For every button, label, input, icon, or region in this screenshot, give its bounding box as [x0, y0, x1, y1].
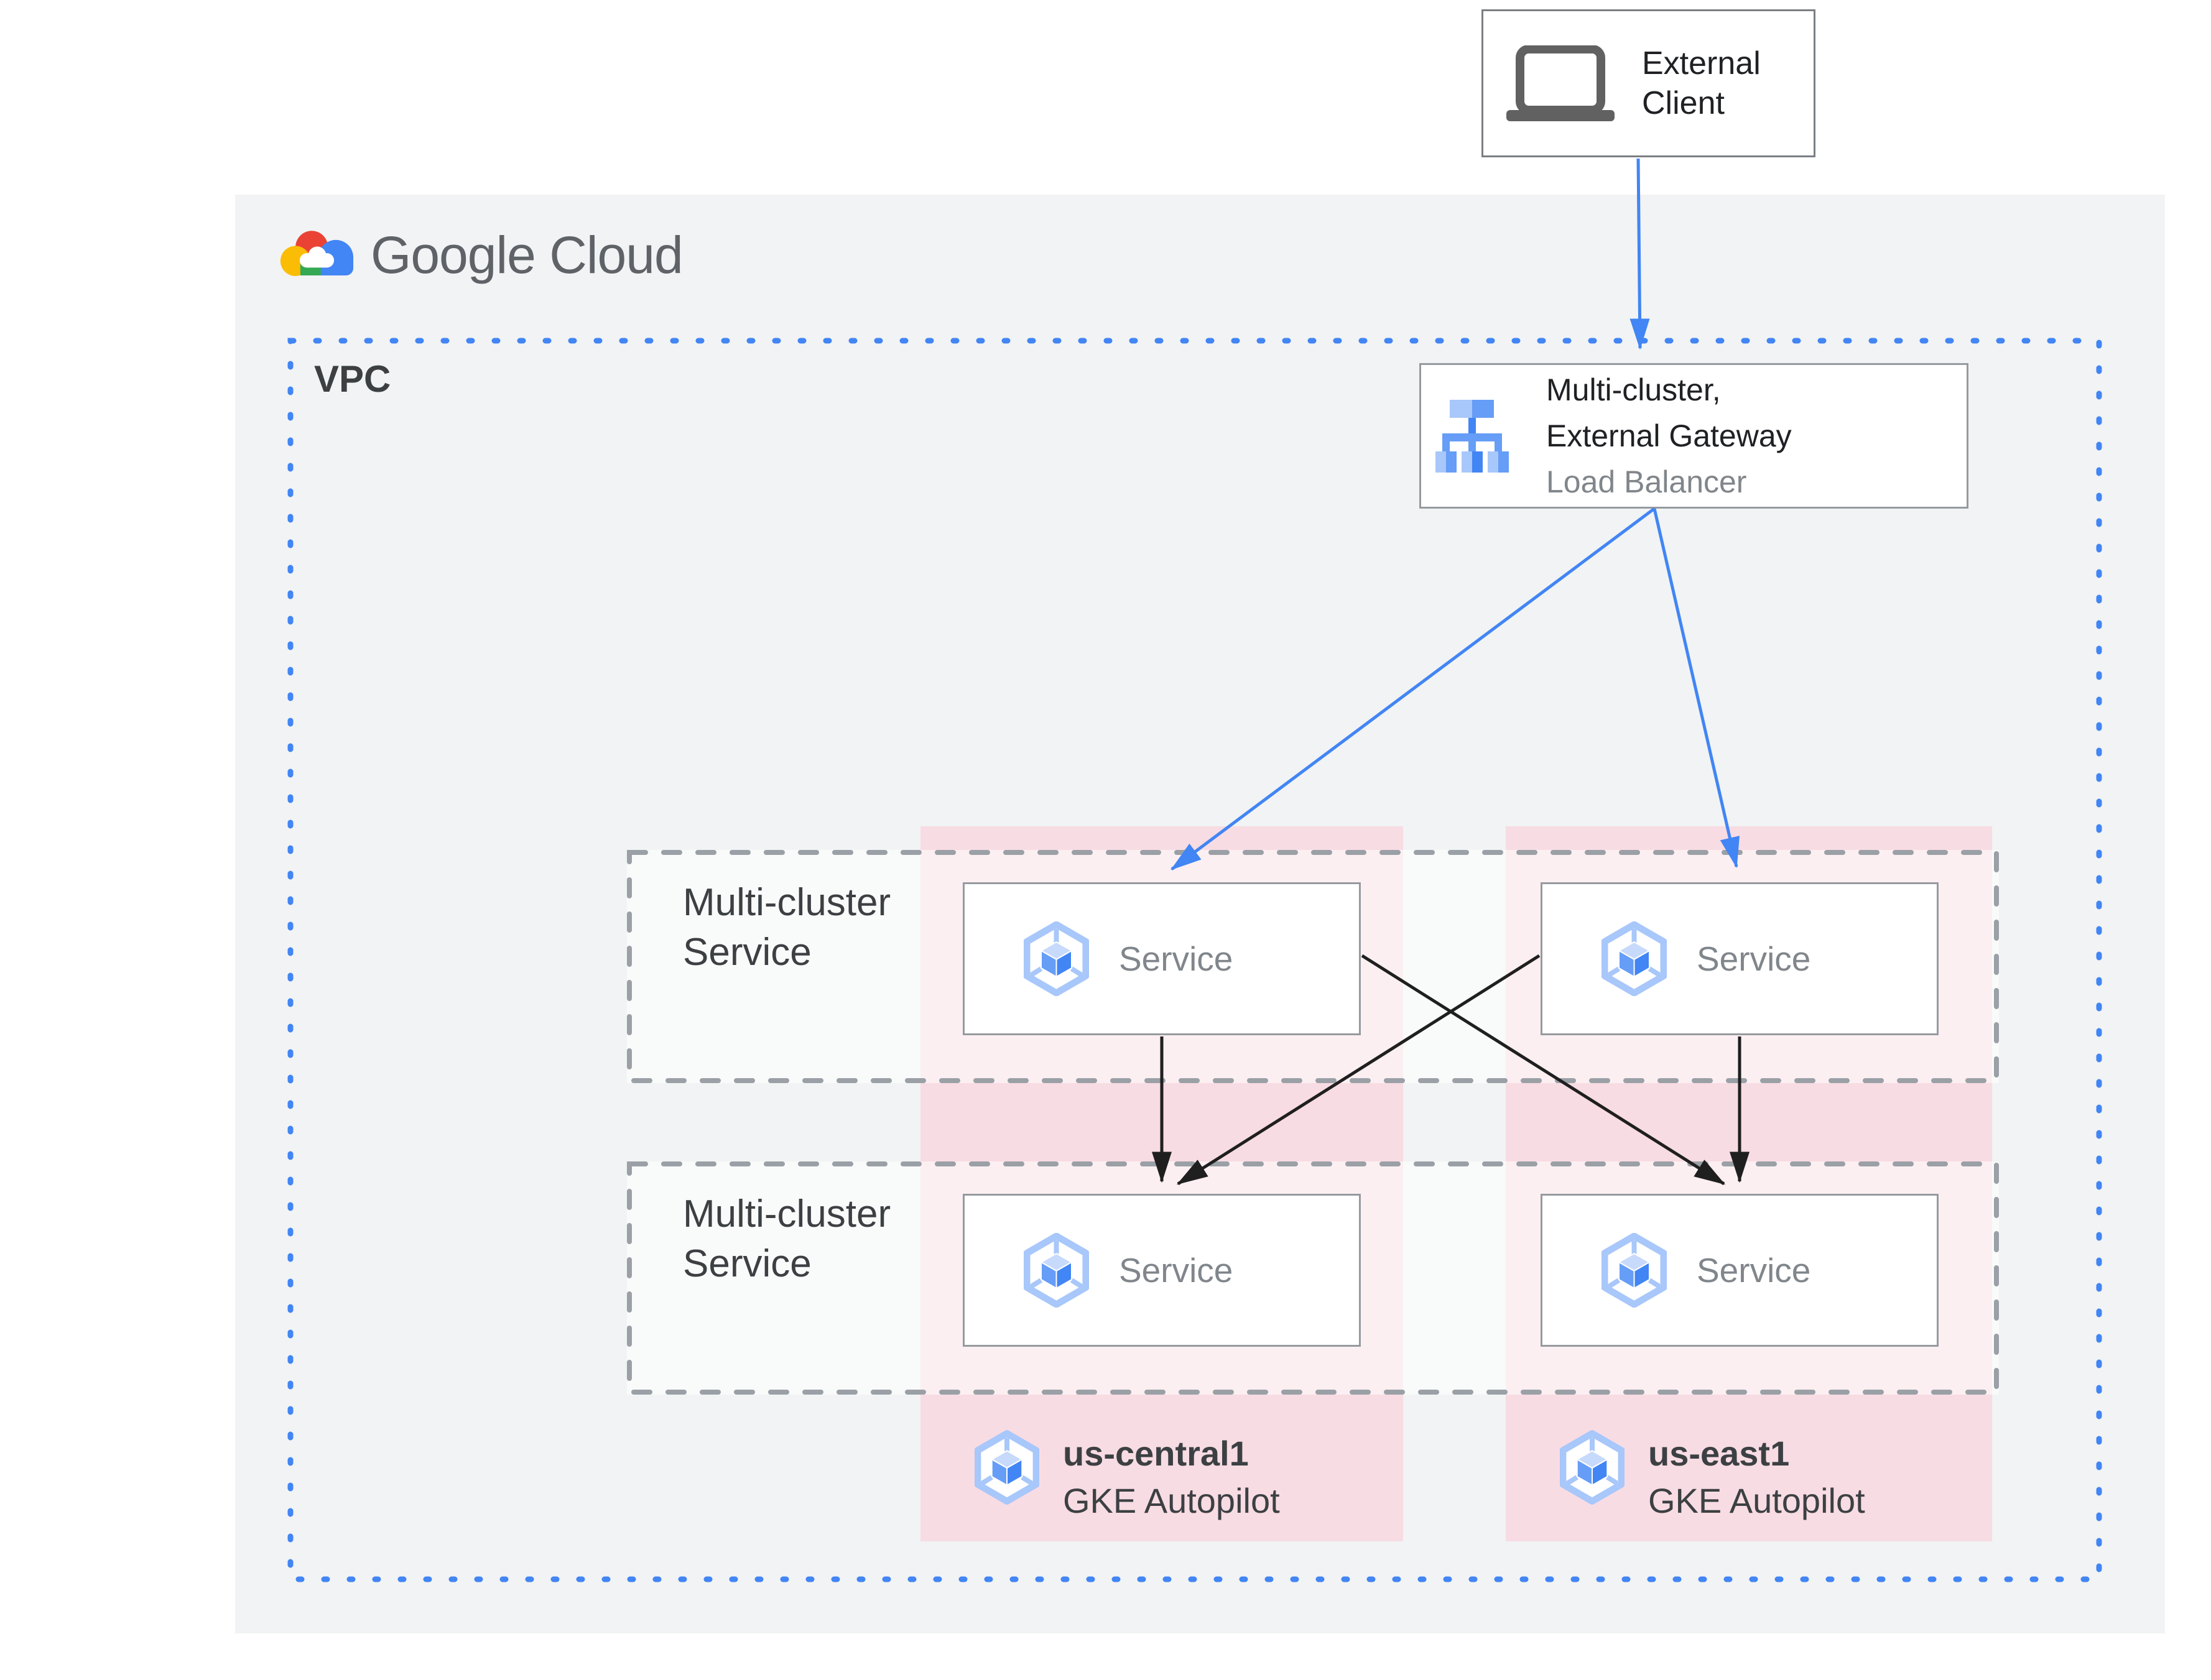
gke-hexagon-icon: [1024, 921, 1089, 996]
service-label: Service: [1119, 939, 1233, 978]
load-balancer-icon: [1435, 400, 1509, 473]
google-cloud-icon: [279, 226, 355, 285]
gateway-title-line2: External Gateway: [1546, 418, 1792, 453]
service-label: Service: [1697, 1251, 1811, 1290]
google-cloud-logo: Google Cloud: [279, 225, 684, 285]
cluster-type: GKE Autopilot: [1063, 1481, 1280, 1520]
gke-hexagon-icon: [1560, 1430, 1625, 1505]
vpc-boundary: [287, 338, 2102, 1582]
gateway-node: Multi-cluster, External Gateway Load Bal…: [1419, 363, 1968, 509]
row-1-label: Multi-cluster Service: [683, 878, 891, 977]
gke-hexagon-icon: [1601, 1233, 1667, 1308]
logo-text: Google Cloud: [371, 226, 684, 284]
external-client-line2: Client: [1642, 85, 1725, 121]
cluster-footer-us-east1: us-east1 GKE Autopilot: [1560, 1430, 1865, 1525]
gke-hexagon-icon: [1601, 921, 1667, 996]
row-2-label: Multi-cluster Service: [683, 1189, 891, 1289]
service-label: Service: [1697, 939, 1811, 978]
gateway-subtitle: Load Balancer: [1546, 464, 1747, 499]
vpc-label: VPC: [314, 358, 391, 400]
cluster-type: GKE Autopilot: [1648, 1481, 1865, 1520]
external-client-node: External Client: [1481, 9, 1815, 157]
cluster-footer-label: us-east1 GKE Autopilot: [1648, 1430, 1865, 1525]
laptop-icon: [1506, 45, 1615, 121]
cluster-region: us-east1: [1648, 1434, 1790, 1473]
row-1-label-line1: Multi-cluster: [683, 881, 891, 924]
gke-hexagon-icon: [975, 1430, 1039, 1505]
gateway-label: Multi-cluster, External Gateway Load Bal…: [1546, 367, 1792, 505]
service-node-east-row1: Service: [1541, 882, 1939, 1035]
service-node-central-row1: Service: [963, 882, 1361, 1035]
cluster-footer-us-central1: us-central1 GKE Autopilot: [975, 1430, 1280, 1525]
row-2-label-line1: Multi-cluster: [683, 1193, 891, 1235]
external-client-label: External Client: [1642, 44, 1761, 123]
row-1-label-line2: Service: [683, 931, 812, 974]
gateway-title-line1: Multi-cluster,: [1546, 372, 1721, 407]
cluster-footer-label: us-central1 GKE Autopilot: [1063, 1430, 1280, 1525]
service-node-central-row2: Service: [963, 1194, 1361, 1347]
external-client-line1: External: [1642, 45, 1761, 81]
gke-hexagon-icon: [1024, 1233, 1089, 1308]
cluster-region: us-central1: [1063, 1434, 1249, 1473]
service-label: Service: [1119, 1251, 1233, 1290]
row-2-label-line2: Service: [683, 1242, 812, 1285]
service-node-east-row2: Service: [1541, 1194, 1939, 1347]
